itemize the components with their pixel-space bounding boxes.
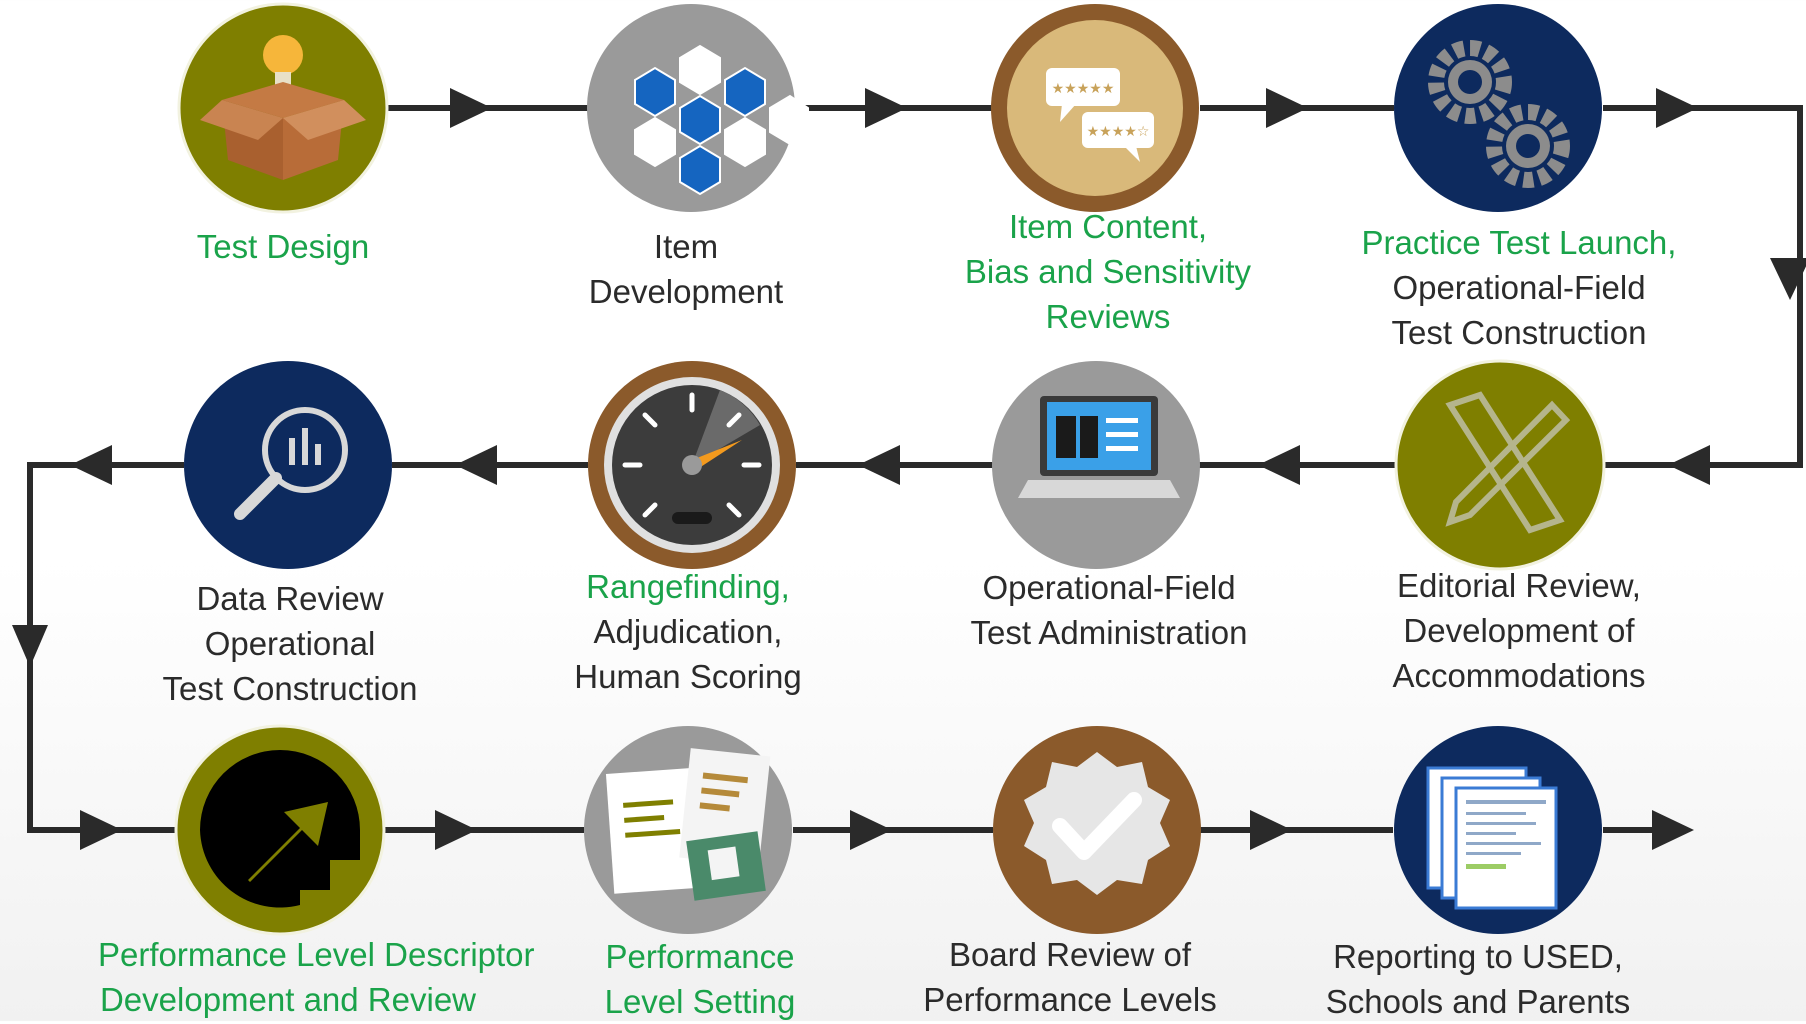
step-board-review-circle bbox=[993, 726, 1201, 934]
step-reporting-circle bbox=[1394, 726, 1602, 934]
step-label-line: Test Administration bbox=[970, 614, 1248, 651]
step-label-line: Item Content, bbox=[1008, 208, 1208, 245]
arrow-right-icon bbox=[865, 88, 907, 128]
step-pld-circle bbox=[174, 724, 386, 936]
arrow-down-icon bbox=[12, 625, 48, 667]
science-hexagons-icon bbox=[634, 44, 809, 196]
arrow-right-icon bbox=[450, 88, 492, 128]
step-label-line: Test Construction bbox=[1391, 314, 1647, 351]
step-level-setting-circle bbox=[584, 726, 792, 934]
arrow-left-icon bbox=[1258, 445, 1300, 485]
step-label-reporting: Reporting to USED, Schools and Parents bbox=[1288, 934, 1668, 1024]
step-label-board-review: Board Review of Performance Levels bbox=[880, 932, 1260, 1022]
magnifier-chart-icon bbox=[234, 407, 348, 520]
arrow-down-icon bbox=[1770, 258, 1806, 300]
step-label-line: Reviews bbox=[1045, 298, 1171, 335]
rating-speech-bubbles-icon: ★★★★★ ★★★★☆ bbox=[1046, 68, 1154, 162]
arrow-right-icon bbox=[1656, 88, 1698, 128]
step-item-content-circle: ★★★★★ ★★★★☆ bbox=[991, 4, 1199, 212]
step-label-rangefinding: Rangefinding, Adjudication, Human Scoring bbox=[498, 564, 878, 699]
stairs-arrow-icon bbox=[200, 750, 360, 908]
step-label-line: Development bbox=[588, 273, 784, 310]
step-label-line: Operational-Field bbox=[982, 569, 1236, 606]
step-label-line: Schools and Parents bbox=[1325, 983, 1631, 1020]
step-label-line: Adjudication, bbox=[593, 613, 783, 650]
step-label-line: Operational bbox=[204, 625, 376, 662]
step-label-line: Test Design bbox=[196, 228, 370, 265]
score-reports-icon bbox=[1426, 766, 1558, 910]
step-label-line: Board Review of bbox=[948, 936, 1192, 973]
report-documents-icon bbox=[605, 748, 771, 901]
step-label-line: Item bbox=[653, 228, 719, 265]
step-label-line: Human Scoring bbox=[574, 658, 802, 695]
step-label-line: Test Construction bbox=[162, 670, 418, 707]
speedometer-icon bbox=[604, 377, 780, 553]
arrow-right-icon bbox=[1250, 810, 1292, 850]
checkmark-badge-icon bbox=[1024, 752, 1170, 895]
arrow-right-icon bbox=[1266, 88, 1308, 128]
arrow-left-icon bbox=[455, 445, 497, 485]
svg-text:★★★★★: ★★★★★ bbox=[1052, 81, 1115, 97]
step-practice-test-circle bbox=[1394, 4, 1602, 212]
arrow-right-icon bbox=[850, 810, 892, 850]
step-label-line: Practice Test Launch, bbox=[1361, 224, 1677, 261]
arrow-right-icon bbox=[1652, 810, 1694, 850]
step-editorial-review-circle bbox=[1394, 359, 1606, 571]
step-data-review-circle bbox=[184, 361, 392, 569]
arrow-right-icon bbox=[80, 810, 122, 850]
lightbulb-box-icon bbox=[200, 35, 366, 180]
step-operational-admin-circle bbox=[992, 361, 1200, 569]
laptop-checklist-icon bbox=[1018, 396, 1180, 498]
step-label-line: Data Review bbox=[196, 580, 384, 617]
step-label-line: Rangefinding, bbox=[586, 568, 790, 605]
step-label-line: Bias and Sensitivity bbox=[964, 253, 1252, 290]
step-label-line: Operational-Field bbox=[1392, 269, 1646, 306]
ruler-pencil-icon bbox=[1445, 391, 1571, 534]
gears-icon bbox=[1428, 40, 1570, 188]
arrow-left-icon bbox=[858, 445, 900, 485]
arrow-right-icon bbox=[435, 810, 477, 850]
step-item-development-circle bbox=[587, 4, 809, 212]
step-rangefinding-circle bbox=[588, 361, 796, 569]
flow-arrowheads bbox=[12, 88, 1806, 850]
step-label-line: Development of bbox=[1403, 612, 1635, 649]
step-label-editorial-review: Editorial Review, Development of Accommoda… bbox=[1329, 563, 1709, 698]
step-label-line: Performance Levels bbox=[923, 981, 1217, 1018]
arrow-left-icon bbox=[70, 445, 112, 485]
step-label-line: Accommodations bbox=[1392, 657, 1646, 694]
step-label-line: Editorial Review, bbox=[1397, 567, 1641, 604]
arrow-left-icon bbox=[1668, 445, 1710, 485]
step-test-design-circle bbox=[177, 2, 389, 214]
step-label-line: Development and Review bbox=[99, 981, 477, 1018]
step-label-test-design: Test Design bbox=[93, 224, 473, 269]
step-label-line: Performance Level Descriptor bbox=[98, 936, 535, 973]
step-label-line: Level Setting bbox=[604, 983, 796, 1020]
step-label-line: Reporting to USED, bbox=[1333, 938, 1623, 975]
step-label-line: Performance bbox=[605, 938, 795, 975]
svg-text:★★★★☆: ★★★★☆ bbox=[1087, 124, 1150, 140]
